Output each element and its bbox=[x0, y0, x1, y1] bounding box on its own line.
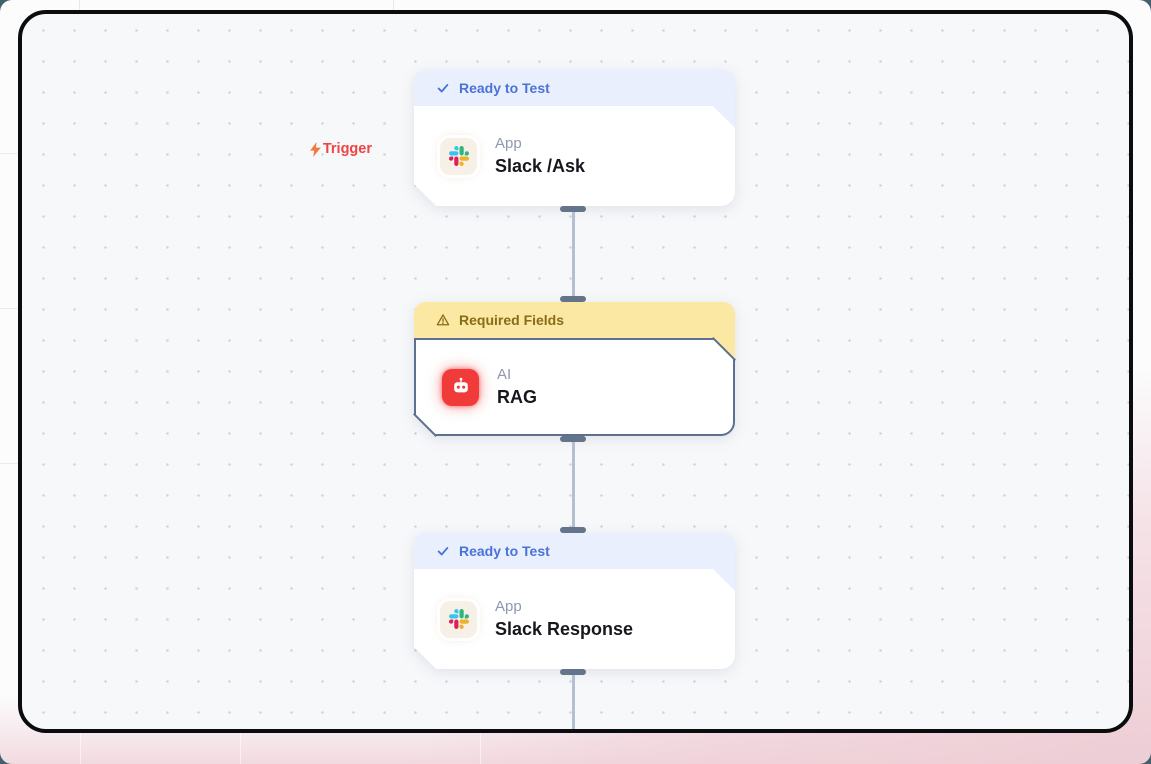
page-divider bbox=[0, 463, 18, 464]
check-icon bbox=[437, 547, 449, 556]
node-title: Slack /Ask bbox=[495, 156, 586, 176]
connector-line bbox=[571, 436, 575, 533]
robot-icon bbox=[442, 369, 479, 406]
page-divider bbox=[480, 733, 481, 764]
page-divider bbox=[80, 733, 81, 764]
connector-port-bottom[interactable] bbox=[560, 296, 586, 302]
connector-line bbox=[571, 206, 575, 302]
node-status-text: Ready to Test bbox=[459, 80, 550, 96]
node-title: Slack Response bbox=[495, 619, 634, 639]
workflow-canvas[interactable]: Trigger Ready to Test bbox=[18, 10, 1133, 733]
node-status-header: Ready to Test bbox=[414, 70, 735, 106]
connector-line bbox=[571, 669, 575, 729]
warning-icon bbox=[436, 314, 450, 326]
node-slack-response[interactable]: Ready to Test bbox=[414, 533, 735, 669]
connector bbox=[560, 669, 586, 729]
node-type-label: App bbox=[495, 598, 522, 615]
node-type-label: App bbox=[495, 135, 522, 152]
slack-icon bbox=[440, 601, 477, 638]
lightning-bolt-icon bbox=[309, 141, 321, 157]
connector bbox=[560, 206, 586, 302]
connector-port-bottom[interactable] bbox=[560, 527, 586, 533]
node-title: RAG bbox=[497, 387, 537, 407]
node-status-text: Ready to Test bbox=[459, 543, 550, 559]
page-divider bbox=[393, 0, 394, 10]
node-rag[interactable]: Required Fields AI bbox=[412, 302, 737, 438]
connector-port-top[interactable] bbox=[560, 669, 586, 675]
trigger-label: Trigger bbox=[252, 141, 372, 157]
node-status-text: Required Fields bbox=[459, 312, 565, 328]
connector-port-top[interactable] bbox=[560, 206, 586, 212]
page-divider bbox=[0, 153, 18, 154]
page-divider bbox=[240, 733, 241, 764]
node-status-header: Ready to Test bbox=[414, 533, 735, 569]
check-icon bbox=[437, 84, 449, 93]
node-status-header: Required Fields bbox=[414, 302, 735, 338]
trigger-text: Trigger bbox=[322, 141, 372, 157]
page-divider bbox=[0, 308, 18, 309]
slack-icon bbox=[440, 138, 477, 175]
connector-port-top[interactable] bbox=[560, 436, 586, 442]
connector bbox=[560, 436, 586, 533]
node-type-label: AI bbox=[497, 366, 512, 383]
page-divider bbox=[79, 0, 80, 10]
node-slack-ask[interactable]: Ready to Test bbox=[414, 70, 735, 206]
